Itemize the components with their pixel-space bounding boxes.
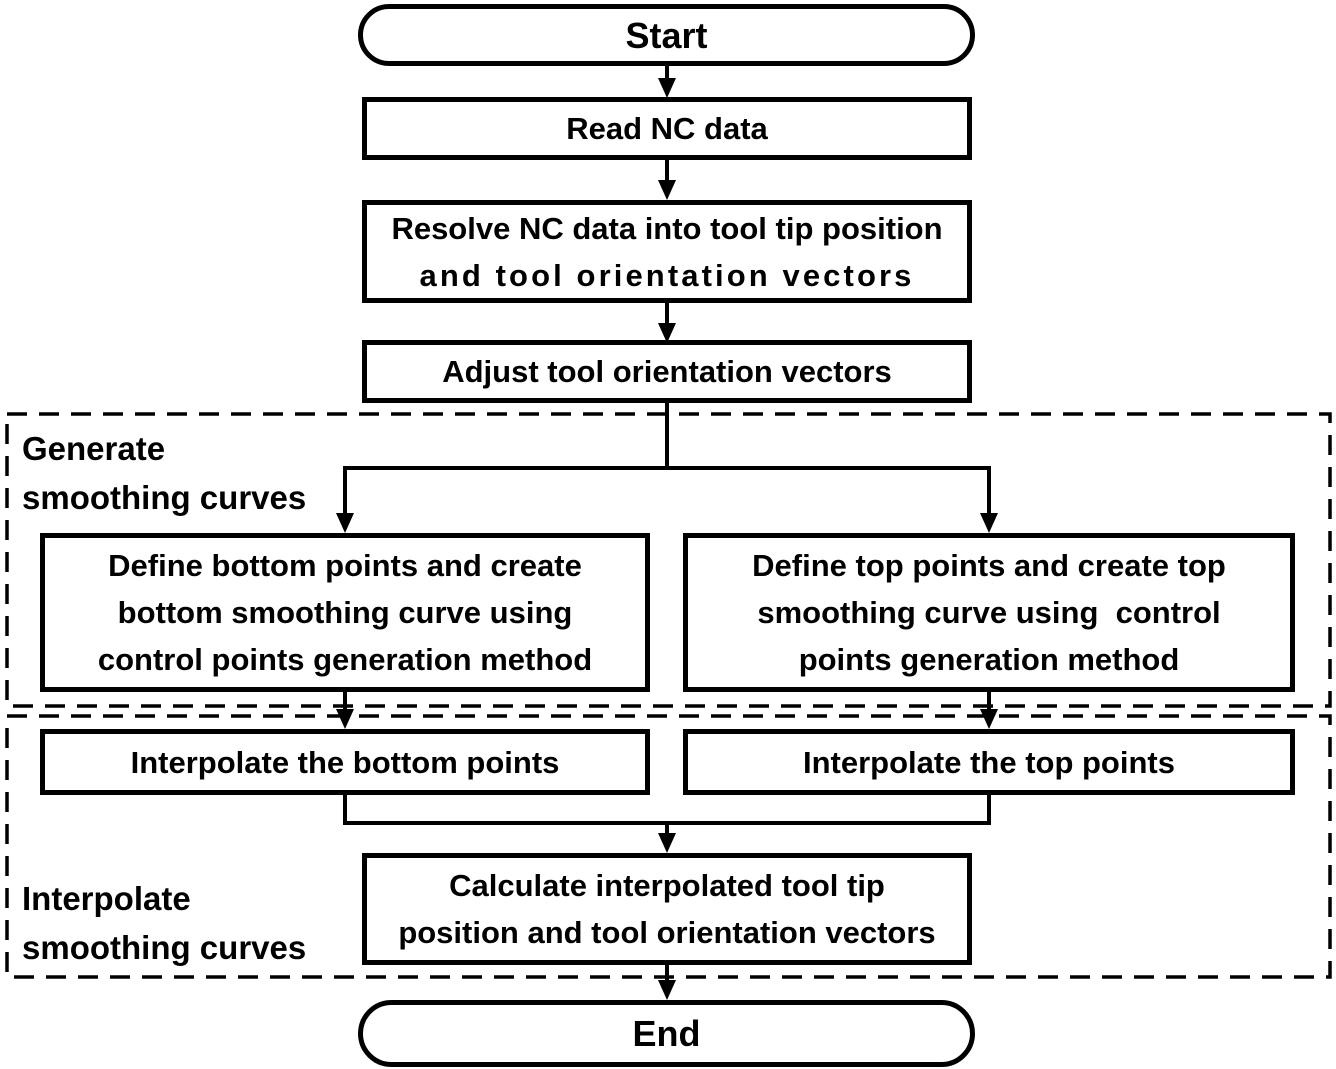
arrowhead-icon <box>658 323 676 343</box>
generate-region-label: Generate smoothing curves <box>22 424 306 522</box>
end-label: End <box>632 1013 701 1054</box>
interpolate-label-line-1: Interpolate <box>22 880 191 917</box>
read-nc-data-node: Read NC data <box>362 97 972 160</box>
resolve-nc-data-node: Resolve NC data into tool tip position a… <box>362 200 972 303</box>
interpolate-label-line-2: smoothing curves <box>22 929 307 966</box>
arrowhead-icon <box>980 513 998 533</box>
define-bottom-points-node: Define bottom points and create bottom s… <box>40 533 650 692</box>
read-nc-data-label: Read NC data <box>566 111 768 146</box>
define-top-line-3: points generation method <box>798 642 1180 677</box>
connector-merge-calculate <box>343 793 991 839</box>
arrowhead-icon <box>980 709 998 729</box>
arrowhead-icon <box>658 980 676 1000</box>
calculate-interpolated-node: Calculate interpolated tool tip position… <box>362 853 972 965</box>
start-node: Start <box>358 4 975 66</box>
define-bottom-line-3: control points generation method <box>97 642 593 677</box>
define-bottom-line-2: bottom smoothing curve using <box>117 595 573 630</box>
end-node: End <box>358 1000 975 1067</box>
resolve-line-2: and tool orientation vectors <box>419 257 915 293</box>
adjust-vectors-node: Adjust tool orientation vectors <box>362 340 972 403</box>
arrowhead-icon <box>658 180 676 200</box>
interpolate-top-points-node: Interpolate the top points <box>683 729 1295 795</box>
interpolate-bottom-points-node: Interpolate the bottom points <box>40 729 650 795</box>
interpolate-bottom-label: Interpolate the bottom points <box>130 744 560 780</box>
start-label: Start <box>625 14 708 56</box>
arrowhead-icon <box>658 78 676 98</box>
resolve-line-1: Resolve NC data into tool tip position <box>391 210 943 246</box>
adjust-vectors-label: Adjust tool orientation vectors <box>442 354 892 389</box>
define-top-line-1: Define top points and create top <box>752 548 1226 583</box>
define-top-line-2: smoothing curve using control <box>757 595 1221 630</box>
arrowhead-icon <box>336 709 354 729</box>
connector-adjust-branch <box>343 401 991 519</box>
generate-label-line-1: Generate <box>22 430 166 467</box>
interpolate-top-label: Interpolate the top points <box>803 744 1175 780</box>
define-top-points-node: Define top points and create top smoothi… <box>683 533 1295 692</box>
arrowhead-icon <box>336 513 354 533</box>
interpolate-region-label: Interpolate smoothing curves <box>22 874 306 972</box>
define-bottom-line-1: Define bottom points and create <box>108 548 582 583</box>
calculate-line-1: Calculate interpolated tool tip <box>449 868 885 903</box>
generate-label-line-2: smoothing curves <box>22 479 307 516</box>
arrowhead-icon <box>658 833 676 853</box>
calculate-line-2: position and tool orientation vectors <box>398 915 936 950</box>
generate-region-border <box>5 412 1332 708</box>
